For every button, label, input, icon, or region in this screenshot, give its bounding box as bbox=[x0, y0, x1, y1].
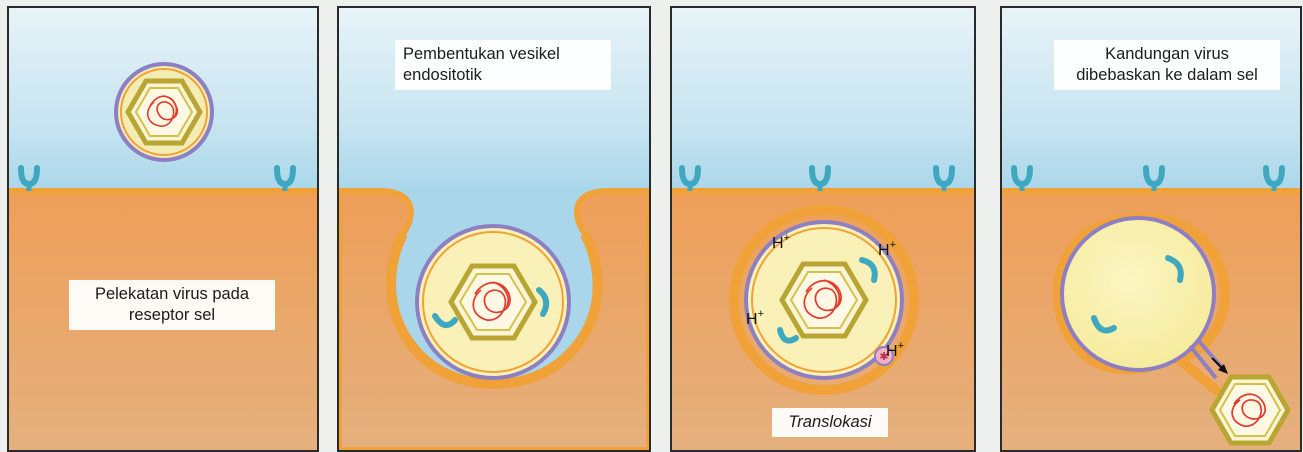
caption-vesicle-formation: Pembentukan vesikel endositotik bbox=[395, 40, 611, 90]
panel-release: Kandungan virus dibebaskan ke dalam sel bbox=[1000, 6, 1302, 452]
panel-attachment: Pelekatan virus pada reseptor sel bbox=[7, 6, 319, 452]
endocytic-vesicle bbox=[417, 226, 569, 378]
panel-translocation: ✱ H+ H+ H+ H+ Translokasi bbox=[670, 6, 976, 452]
receptor-icon bbox=[277, 168, 293, 191]
receptor-icon bbox=[1266, 168, 1282, 191]
receptor-icon bbox=[1014, 168, 1030, 191]
attachment-illustration bbox=[9, 8, 317, 450]
receptor-icon bbox=[21, 168, 37, 191]
receptor-icon bbox=[682, 168, 698, 191]
caption-attachment: Pelekatan virus pada reseptor sel bbox=[69, 280, 275, 330]
caption-translocation: Translokasi bbox=[772, 408, 888, 437]
receptor-icon bbox=[1146, 168, 1162, 191]
caption-release: Kandungan virus dibebaskan ke dalam sel bbox=[1054, 40, 1280, 90]
endosome: ✱ bbox=[734, 210, 914, 390]
receptor-icon bbox=[812, 168, 828, 191]
translocation-illustration: ✱ H+ H+ H+ H+ bbox=[672, 8, 974, 450]
panel-vesicle-formation: Pembentukan vesikel endositotik bbox=[337, 6, 651, 452]
virus-particle bbox=[116, 64, 212, 160]
released-nucleocapsid bbox=[1212, 377, 1288, 443]
receptor-icon bbox=[936, 168, 952, 191]
